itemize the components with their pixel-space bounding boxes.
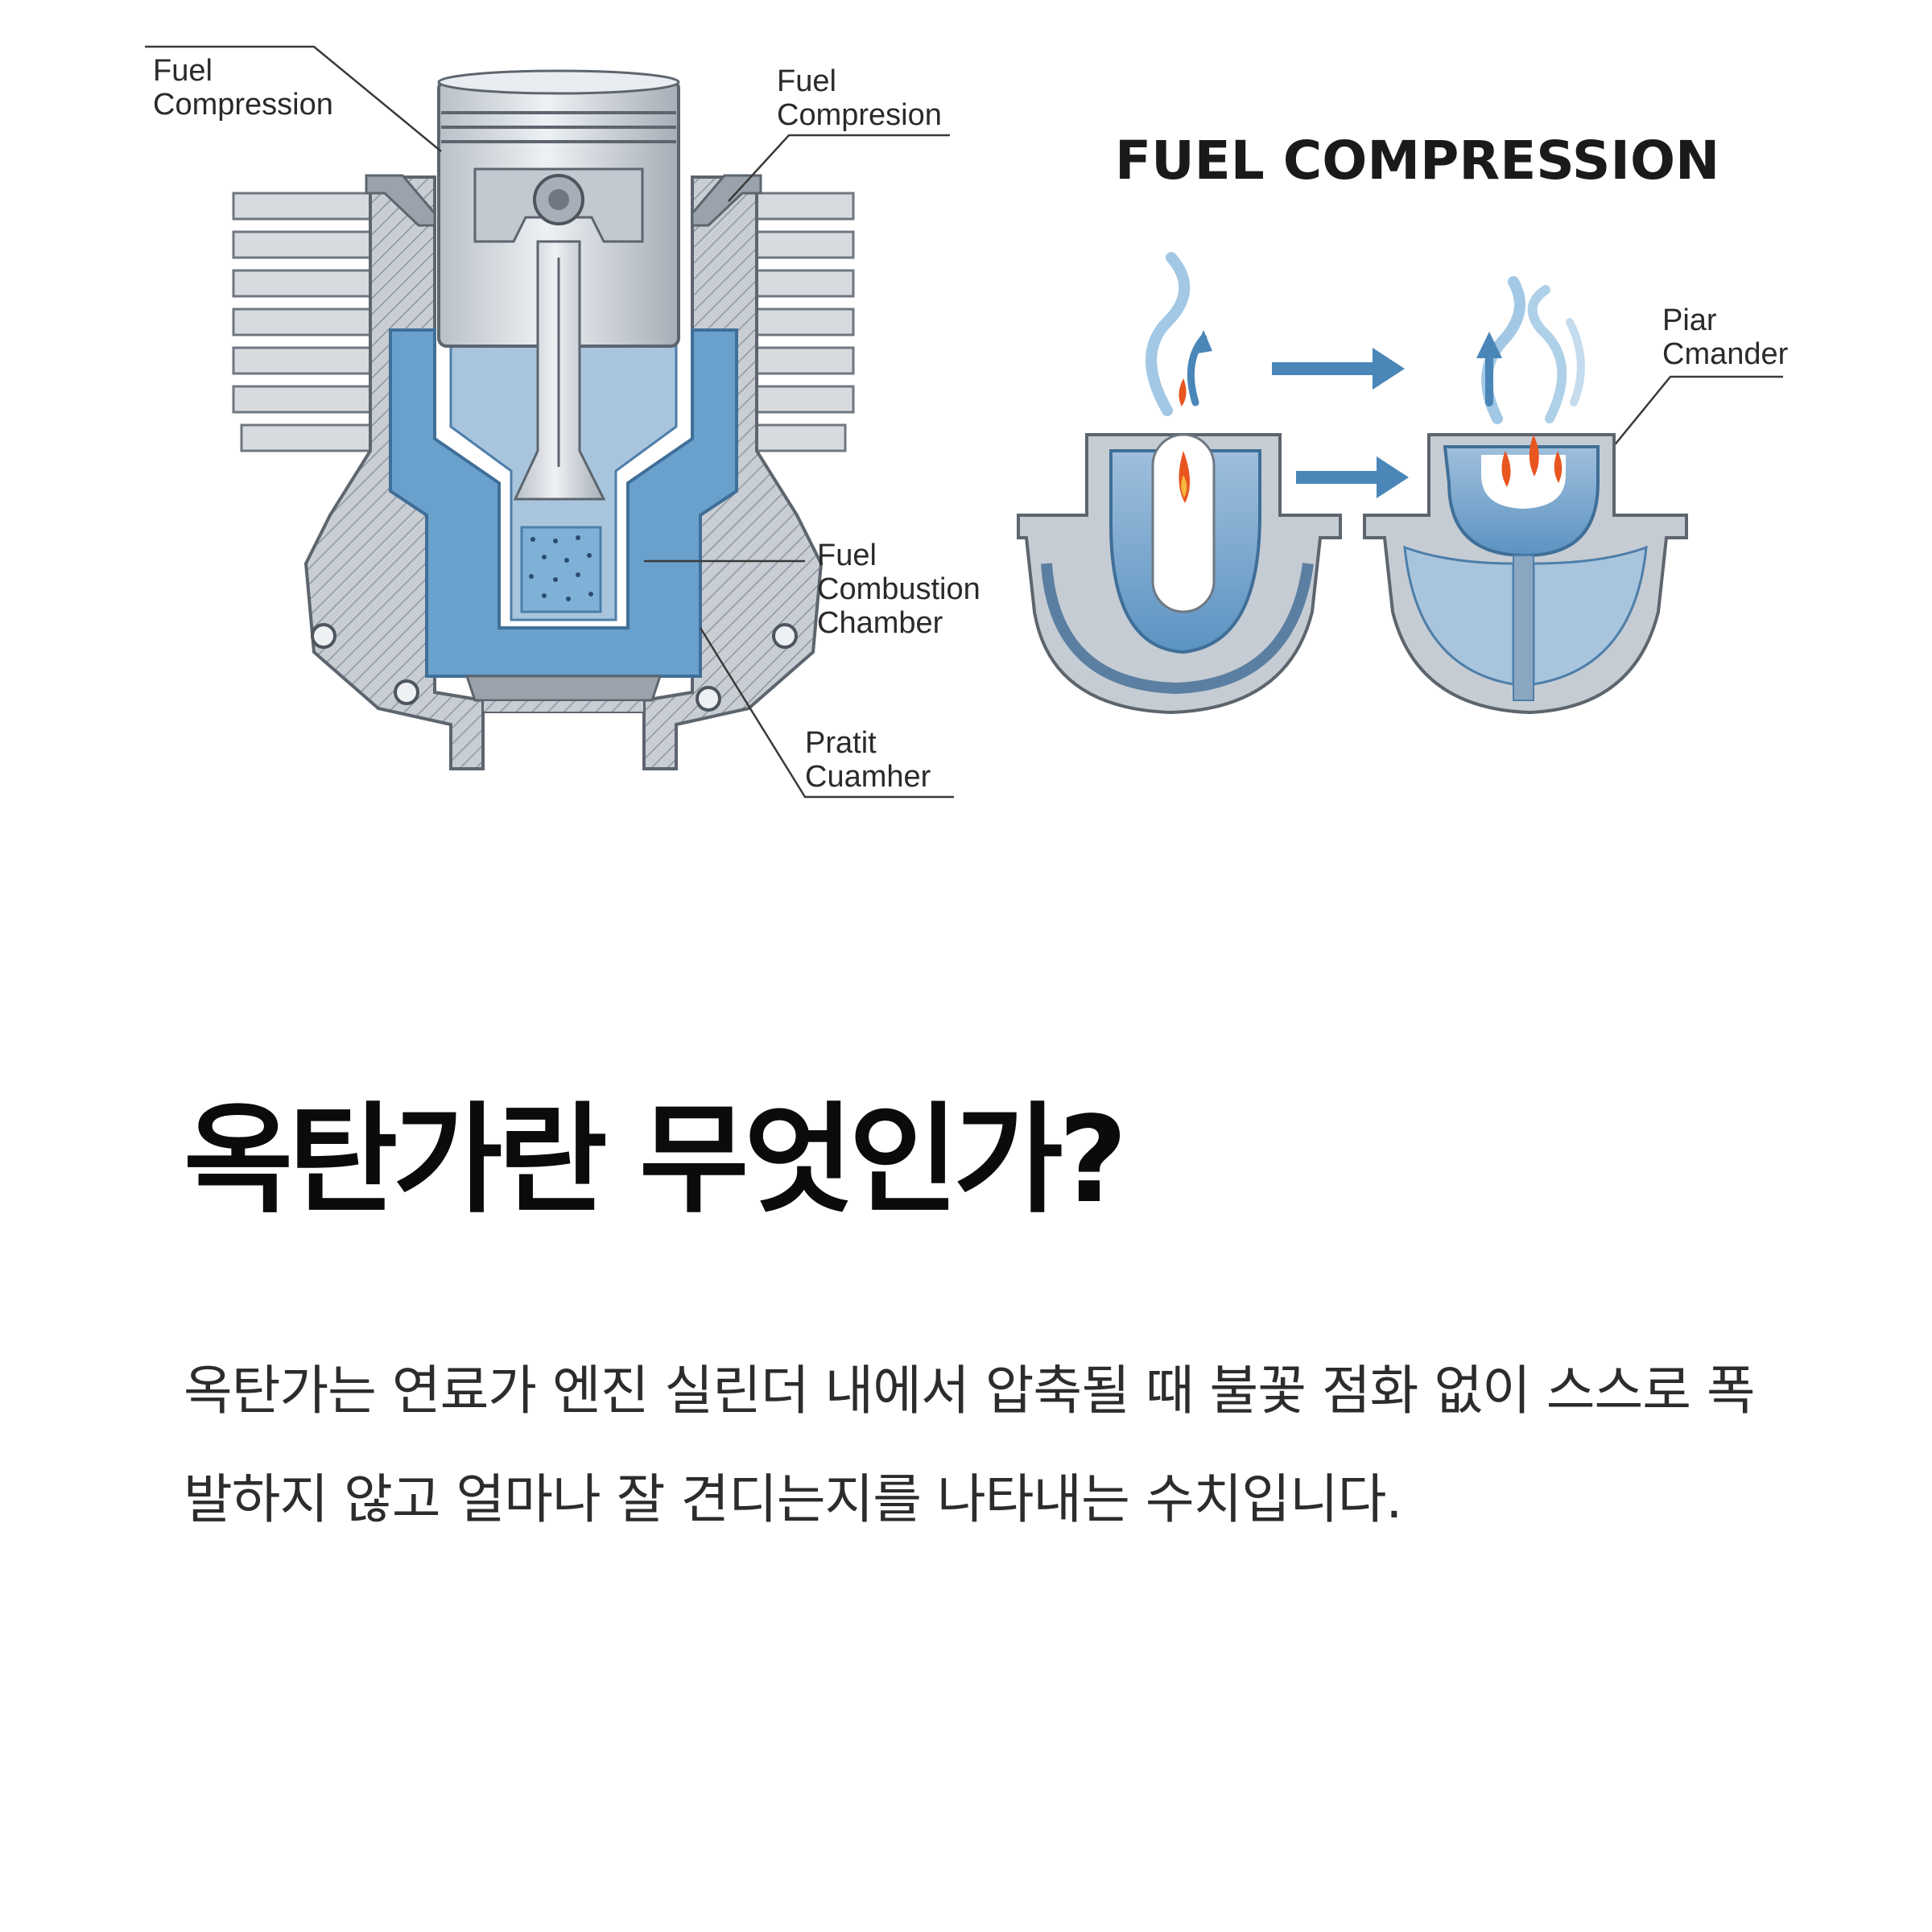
page-title: 옥탄가란 무엇인가? — [184, 1091, 1128, 1229]
diagram-title: FUEL COMPRESSION — [1115, 130, 1719, 192]
body-text: 옥탄가는 연료가 엔진 실린더 내에서 압축될 때 불꽃 점화 없이 스스로 폭… — [184, 1360, 1756, 1530]
water-jacket — [389, 328, 738, 678]
label-fuel-compression-right: Fuel Compresion — [777, 64, 942, 132]
label-pratit-cuamher: Pratit Cuamher — [805, 726, 931, 794]
label-fuel-compression-left: Fuel Compression — [153, 54, 333, 122]
steam-icon — [1146, 252, 1191, 416]
engine-cross-section — [232, 69, 855, 770]
engine-diagram: Fuel Compression Fuel Compresion Fuel Co… — [145, 45, 1789, 799]
cup-before — [1017, 252, 1342, 715]
label-fuel-combustion-chamber: Fuel Combustion Chamber — [817, 539, 989, 640]
combustion-chamber — [520, 526, 602, 613]
cup-after — [1363, 276, 1688, 715]
label-piar-cmander: Piar Cmander — [1662, 303, 1789, 371]
arrow-right-icon — [1272, 348, 1409, 498]
piston — [437, 69, 680, 501]
cooling-fins-left — [232, 192, 388, 452]
